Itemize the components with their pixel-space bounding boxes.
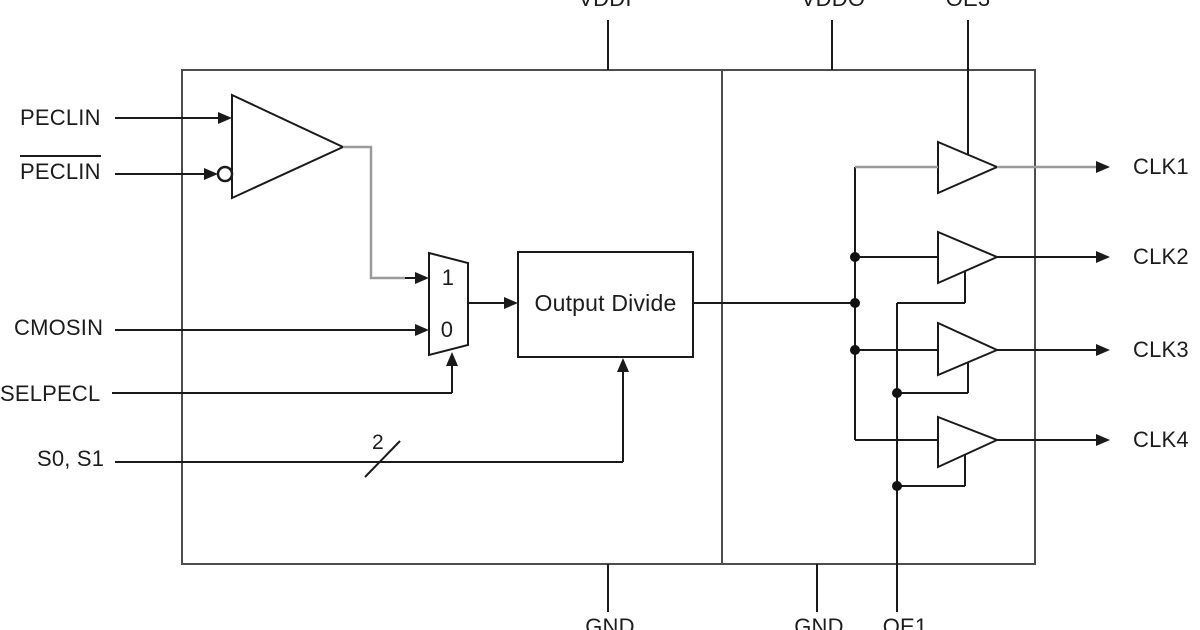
pecl-input-buffer [231, 93, 346, 200]
pin-label-clk4: CLK4 [1133, 427, 1189, 452]
junction-dot [892, 388, 902, 398]
pin-label-s0s1: S0, S1 [37, 446, 105, 471]
input-mux [428, 251, 469, 357]
clk3-enable-wire [897, 362, 969, 394]
pin-label-clk1: CLK1 [1133, 154, 1189, 179]
arrow-clk3 [1096, 344, 1110, 356]
function-blocks [231, 93, 1000, 469]
pin-label-vddo: VDDO [801, 0, 865, 11]
pecl-to-mux-wire [343, 145, 405, 280]
gray-wires [343, 145, 1098, 280]
pin-label-peclin: PECLIN [20, 105, 101, 130]
s0s1-wire [115, 366, 624, 463]
arrow-peclin [218, 112, 232, 124]
clk4-enable-wire [897, 455, 966, 487]
selpecl-wire [112, 360, 453, 394]
arrow-mux-in0 [415, 324, 429, 336]
inversion-bubble [216, 165, 234, 183]
bus-width-label: 2 [372, 431, 384, 454]
output-divide-label: Output Divide [534, 290, 677, 316]
pin-label-cmosin: CMOSIN [14, 315, 104, 340]
mux-input0-label: 0 [440, 317, 454, 342]
arrow-mux-in1 [415, 272, 429, 284]
pin-label-clk2: CLK2 [1133, 244, 1189, 269]
clk2-buffer [937, 230, 1000, 285]
mux-input1-label: 1 [441, 265, 455, 290]
arrow-clk1 [1096, 161, 1110, 173]
signal-wires [112, 20, 1100, 612]
arrow-divider-in [504, 297, 518, 309]
pin-label-selpecl: SELPECL [0, 381, 101, 406]
clk4-buffer [937, 415, 1000, 469]
pin-label-vddi: VDDI [578, 0, 631, 11]
arrow-clk4 [1096, 434, 1110, 446]
arrow-selpecl [446, 352, 458, 366]
bus-width-slash [364, 440, 401, 478]
arrowheads [204, 112, 1110, 446]
pin-label-peclin-n: PECLIN [20, 155, 101, 184]
pin-label-oe1: OE1 [882, 614, 928, 630]
junction-dot [892, 481, 902, 491]
junction-dot [850, 345, 860, 355]
clk2-enable-wire [897, 271, 966, 304]
junction-dots [850, 252, 902, 491]
pin-label-gnd-right: GND [794, 614, 844, 630]
arrow-peclin-n [204, 168, 218, 180]
pin-label-gnd-left: GND [585, 614, 635, 630]
junction-dot [850, 252, 860, 262]
arrow-s0s1 [617, 358, 629, 372]
junction-dot [850, 298, 860, 308]
pin-label-oe3: OE3 [946, 0, 991, 11]
pin-label-clk3: CLK3 [1133, 337, 1189, 362]
output-divide-box [517, 251, 694, 358]
arrow-clk2 [1096, 251, 1110, 263]
